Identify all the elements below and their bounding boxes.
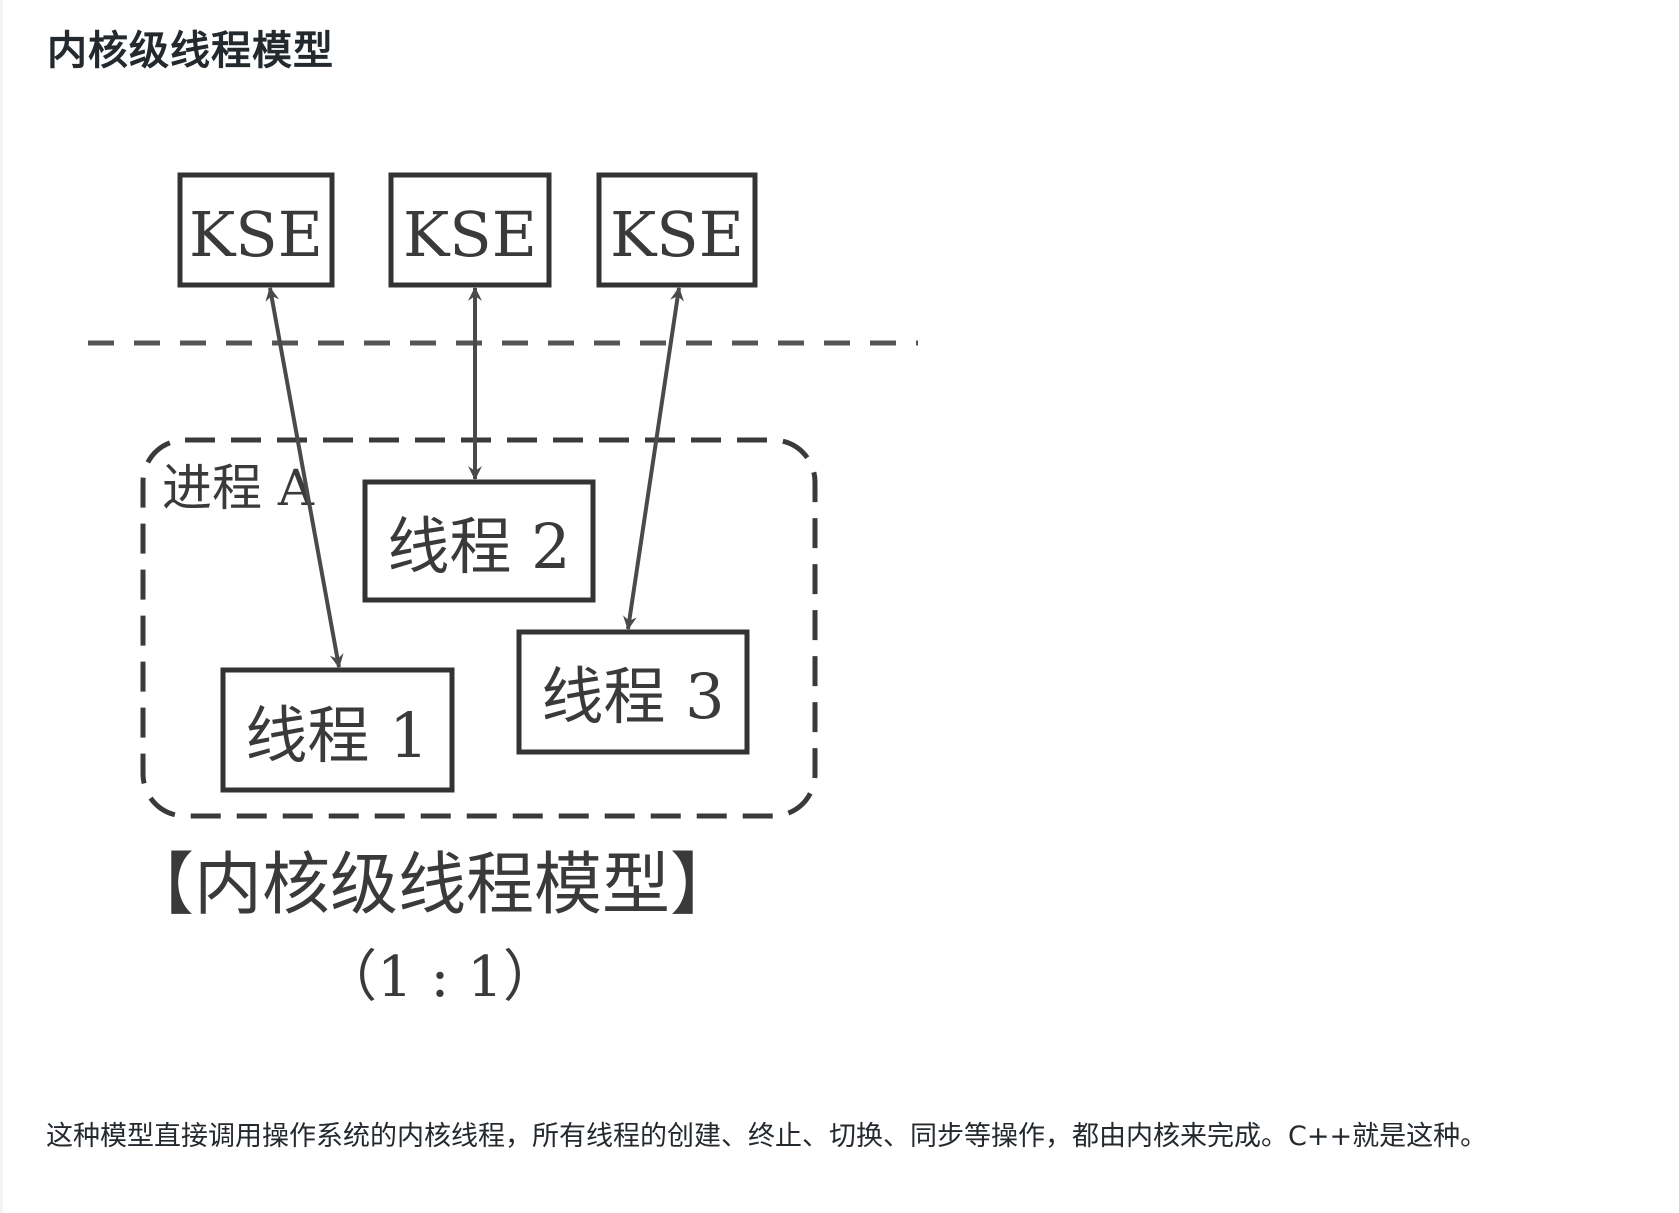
thread-label-2: 线程 2 — [387, 510, 570, 583]
thread-box-1: 线程 1 — [220, 667, 455, 793]
description-paragraph: 这种模型直接调用操作系统的内核线程，所有线程的创建、终止、切换、同步等操作，都由… — [46, 1121, 1488, 1152]
kse-box-2: KSE — [388, 172, 552, 288]
left-margin-rule — [0, 0, 3, 1213]
kse-label-3: KSE — [610, 198, 744, 271]
kse-box-1: KSE — [177, 172, 335, 288]
arrow-kse3-thread3 — [622, 286, 685, 631]
kse-box-3: KSE — [596, 172, 758, 288]
arrow-kse1-thread1 — [265, 286, 344, 669]
thread-box-3: 线程 3 — [516, 629, 750, 755]
thread-label-1: 线程 1 — [245, 699, 428, 772]
page-title: 内核级线程模型 — [47, 28, 334, 74]
process-label: 进程 A — [162, 459, 315, 517]
kse-label-1: KSE — [189, 198, 323, 271]
thread-label-3: 线程 3 — [541, 660, 724, 733]
kse-label-2: KSE — [403, 198, 537, 271]
kernel-thread-model-diagram: KSE KSE KSE 进程 A 线程 2 线程 3 线程 1 — [0, 100, 960, 1040]
diagram-ratio: （1 : 1） — [321, 945, 559, 1010]
thread-box-2: 线程 2 — [362, 479, 596, 603]
diagram-caption: 【内核级线程模型】 — [126, 846, 738, 925]
